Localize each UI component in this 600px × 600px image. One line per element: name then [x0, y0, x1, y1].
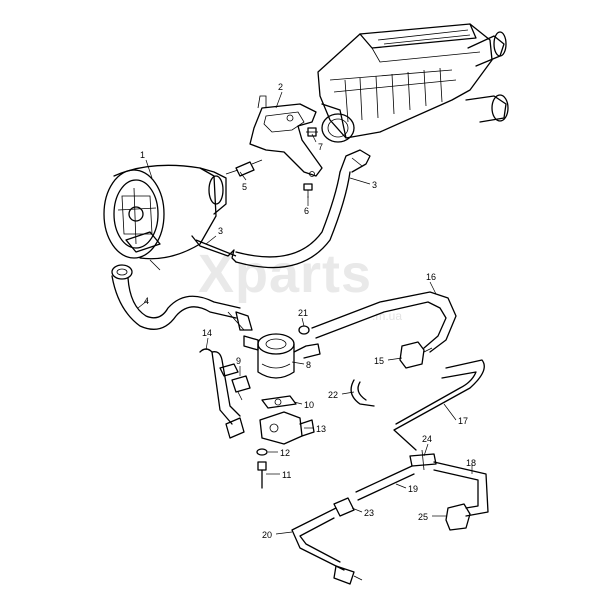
vacuum-hose-long [393, 359, 485, 451]
hose-pump-to-combination-valve [111, 264, 253, 331]
air-filter-housing [317, 23, 509, 143]
vacuum-hose-to-valve [433, 461, 489, 517]
callout-13: 13 [316, 424, 326, 434]
callout-15: 15 [374, 356, 384, 366]
callout-3-upper: 3 [372, 180, 377, 190]
callout-leaders [137, 91, 473, 535]
hose-clamp [298, 325, 310, 335]
washer [256, 448, 268, 456]
gasket [261, 395, 297, 409]
vacuum-hose-lower [291, 507, 363, 585]
callout-19: 19 [408, 484, 418, 494]
combination-valve [243, 333, 321, 379]
callout-20: 20 [262, 530, 272, 540]
connector [225, 159, 263, 177]
callout-16: 16 [426, 272, 436, 282]
watermark-brand: Xparts [198, 244, 372, 304]
solenoid-valve [399, 341, 433, 369]
callout-22: 22 [328, 390, 338, 400]
callout-17: 17 [458, 416, 468, 426]
vacuum-hose-short [355, 465, 415, 501]
callout-11: 11 [282, 470, 291, 480]
callout-8: 8 [306, 360, 311, 370]
callout-2: 2 [278, 82, 283, 92]
adapter [231, 375, 251, 401]
flange-pipe [259, 411, 315, 445]
t-piece [409, 449, 437, 471]
callout-10: 10 [304, 400, 314, 410]
vacuum-hose [311, 291, 457, 353]
retaining-clip [350, 379, 375, 407]
callout-24: 24 [422, 434, 432, 444]
callout-3-lower: 3 [218, 226, 223, 236]
callout-4: 4 [144, 296, 149, 306]
vacuum-valve [445, 503, 471, 531]
callout-9: 9 [236, 356, 241, 366]
callout-numbers: 1 2 3 3 4 5 6 7 8 9 10 11 12 13 14 15 16… [140, 82, 476, 540]
callout-6: 6 [304, 206, 309, 216]
callout-1: 1 [140, 150, 145, 160]
callout-21: 21 [298, 308, 308, 318]
secondary-air-pump [103, 164, 227, 271]
callout-12: 12 [280, 448, 290, 458]
callout-25: 25 [418, 512, 428, 522]
screw [303, 183, 313, 198]
callout-5: 5 [242, 182, 247, 192]
callout-23: 23 [364, 508, 374, 518]
callout-18: 18 [466, 458, 476, 468]
hose-pump-to-air-filter [191, 149, 371, 269]
watermark-domain: .m.ua [372, 309, 402, 323]
bracket [249, 95, 323, 177]
connecting-pipe [199, 348, 245, 439]
screw-flange [257, 461, 267, 489]
callout-7: 7 [318, 142, 323, 152]
callout-14: 14 [202, 328, 212, 338]
bolt [306, 127, 318, 137]
hose-connector [333, 497, 355, 517]
